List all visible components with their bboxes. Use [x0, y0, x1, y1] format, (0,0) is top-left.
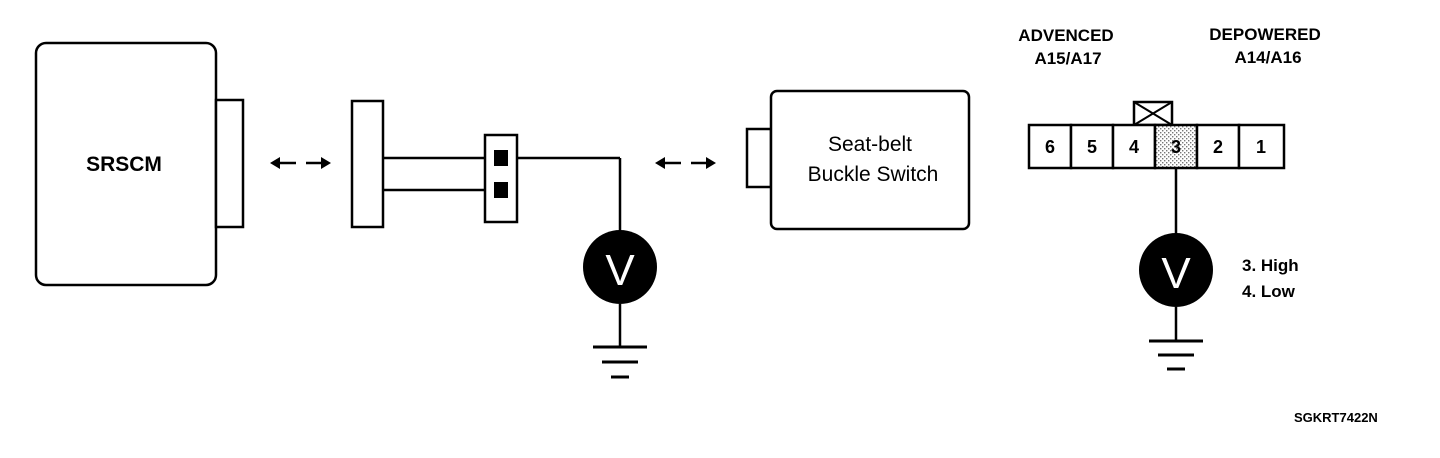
pin-label: 5 — [1087, 137, 1097, 157]
pin-label: 3 — [1171, 137, 1181, 157]
voltmeter-left-symbol: V — [605, 246, 635, 295]
switch-label-line1: Seat-belt — [828, 133, 912, 156]
connector-arrows-left — [270, 157, 331, 169]
switch-label-line2: Buckle Switch — [808, 163, 939, 186]
pin-label: 1 — [1256, 137, 1266, 157]
voltmeter-right: V — [1139, 168, 1213, 340]
pin-label: 4 — [1129, 137, 1139, 157]
ground-symbol-left — [593, 345, 647, 379]
pin-label: 6 — [1045, 137, 1055, 157]
harness-connector — [350, 99, 385, 229]
voltmeter-left: V — [583, 158, 657, 346]
depowered-header-line2: A14/A16 — [1234, 48, 1301, 67]
advanced-header-line1: ADVENCED — [1018, 26, 1113, 45]
srscm-module: SRSCM — [34, 41, 245, 287]
figure-code: SGKRT7422N — [1294, 410, 1378, 425]
connector-key-icon — [1132, 100, 1174, 127]
voltmeter-right-symbol: V — [1161, 249, 1191, 298]
ground-symbol-right — [1149, 339, 1203, 371]
connector-pin-row: 6 5 4 3 2 1 — [1027, 123, 1286, 170]
connector-arrows-right — [655, 157, 716, 169]
reading-high: 3. High — [1242, 256, 1299, 275]
seat-belt-buckle-switch: Seat-belt Buckle Switch — [745, 89, 971, 231]
srscm-label: SRSCM — [86, 153, 162, 176]
pin-label: 2 — [1213, 137, 1223, 157]
test-terminal-block — [483, 133, 519, 224]
depowered-header-line1: DEPOWERED — [1209, 25, 1320, 44]
reading-low: 4. Low — [1242, 282, 1296, 301]
advanced-header-line2: A15/A17 — [1034, 49, 1101, 68]
